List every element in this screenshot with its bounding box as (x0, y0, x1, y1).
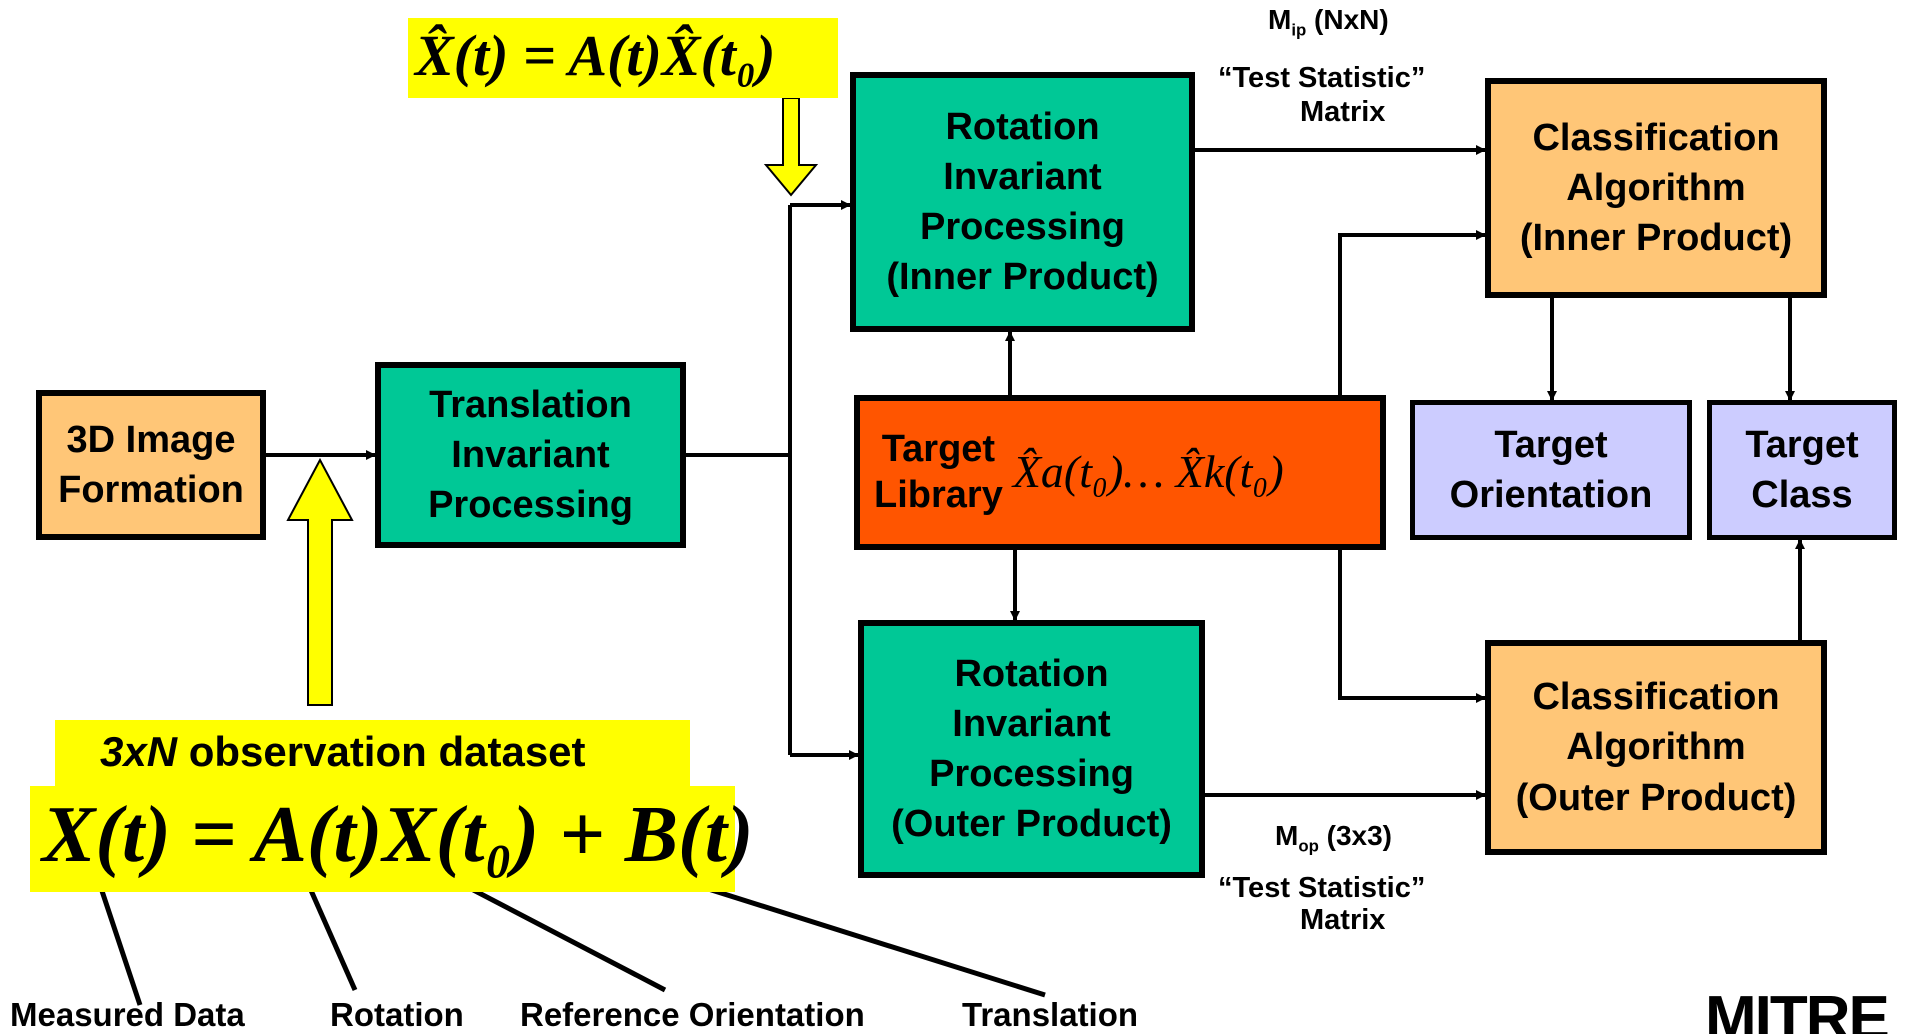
target-library-label: Target Library (874, 427, 1003, 516)
box-rotation-inner: Rotation Invariant Processing (Inner Pro… (850, 72, 1195, 332)
box-rotation-inner-label: Rotation Invariant Processing (Inner Pro… (886, 105, 1159, 299)
target-library-math: X̂a(t₀)… X̂k(t₀) (1012, 446, 1284, 498)
label-measured-data: Measured Data (10, 996, 245, 1033)
box-classification-outer-label: Classification Algorithm (Outer Product) (1515, 676, 1797, 819)
label-reference-orientation: Reference Orientation (520, 996, 865, 1033)
box-translation-invariant-label: Translation Invariant Processing (428, 383, 633, 527)
box-target-orientation: Target Orientation (1410, 400, 1692, 540)
box-target-orientation-label: Target Orientation (1449, 423, 1653, 516)
mop-matrix: Matrix (1300, 904, 1386, 936)
mop-test-statistic: “Test Statistic” (1218, 872, 1426, 904)
mitre-logo: MITRE (1705, 988, 1888, 1034)
mop-label: Mop (3x3) (1275, 820, 1392, 856)
box-classification-inner: Classification Algorithm (Inner Product) (1485, 78, 1827, 298)
box-target-class-label: Target Class (1745, 423, 1859, 516)
box-rotation-outer-label: Rotation Invariant Processing (Outer Pro… (891, 652, 1172, 846)
box-target-library: Target Library X̂a(t₀)… X̂k(t₀) (854, 395, 1386, 550)
label-rotation: Rotation (330, 996, 464, 1033)
observation-equation: X(t) = A(t)X(t₀) + B(t) (42, 791, 754, 879)
mip-matrix: Matrix (1300, 96, 1386, 128)
label-translation: Translation (962, 996, 1139, 1033)
observation-highlight-title (55, 720, 690, 788)
yellow-arrow-up (286, 457, 354, 706)
box-classification-inner-label: Classification Algorithm (Inner Product) (1519, 116, 1793, 260)
box-translation-invariant: Translation Invariant Processing (375, 362, 686, 548)
mip-test-statistic: “Test Statistic” (1218, 62, 1426, 94)
pointer-measured-data (91, 868, 143, 1006)
observation-highlight-equation (30, 786, 735, 892)
box-3d-image-formation: 3D Image Formation (36, 390, 266, 540)
top-equation: X̂(t) = A(t)X̂(t₀) (415, 23, 776, 88)
box-classification-outer: Classification Algorithm (Outer Product) (1485, 640, 1827, 855)
top-equation-highlight (408, 18, 838, 98)
box-3d-image-formation-label: 3D Image Formation (58, 418, 244, 511)
box-target-class: Target Class (1707, 400, 1897, 540)
arrow-library-to-class-outer (1338, 550, 1486, 703)
box-rotation-outer: Rotation Invariant Processing (Outer Pro… (858, 620, 1205, 878)
arrow-library-to-class-inner (1338, 230, 1486, 395)
mip-label: Mip (NxN) (1268, 4, 1389, 40)
observation-title: 3xN observation dataset (100, 728, 586, 775)
yellow-arrow-down (763, 97, 819, 197)
